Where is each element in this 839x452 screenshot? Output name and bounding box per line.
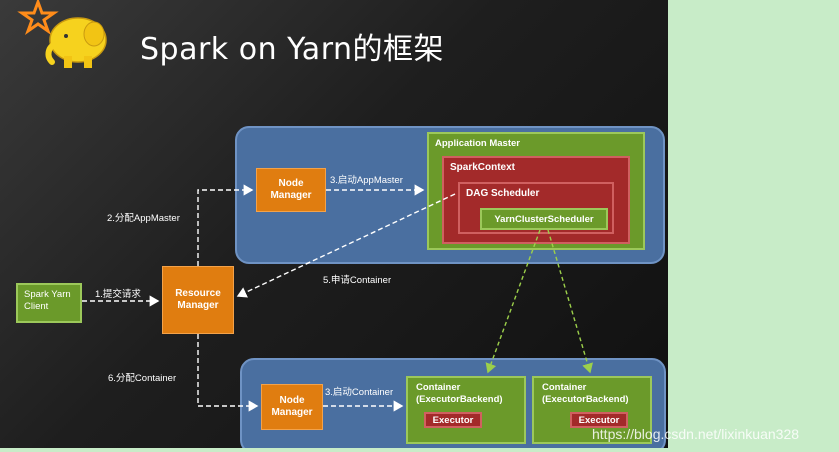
watermark: https://blog.csdn.net/lixinkuan328 [592, 426, 800, 442]
page-title: Spark on Yarn的框架 [140, 32, 445, 67]
arrow-scheduler-container-1 [485, 229, 541, 374]
label-alloc-appmaster: 2.分配AppMaster [107, 213, 180, 224]
resource-manager: Resource Manager [162, 266, 234, 334]
label-request-container: 5.申请Container [323, 275, 392, 286]
label-submit: 1.提交请求 [95, 289, 141, 300]
executor-2: Executor [570, 412, 628, 428]
arrow-scheduler-container-2 [547, 229, 593, 374]
node-manager-top: Node Manager [256, 168, 326, 212]
executor-1-label: Executor [432, 414, 474, 426]
flow-arrows [82, 184, 593, 412]
node-manager-bottom: Node Manager [261, 384, 323, 430]
node-manager-top-label: Node Manager [270, 178, 312, 201]
dag-scheduler-label: DAG Scheduler [466, 188, 540, 199]
hadoop-elephant-logo [17, 0, 107, 68]
yarn-cluster-scheduler: YarnClusterScheduler [480, 208, 608, 230]
spark-yarn-client: Spark Yarn Client [16, 283, 82, 323]
resource-manager-label: Resource Manager [175, 288, 221, 311]
executor-2-label: Executor [578, 414, 620, 426]
container-1: Container (ExecutorBackend) [406, 376, 526, 444]
label-start-appmaster: 3.启动AppMaster [330, 175, 403, 186]
arrow-alloc-container [197, 334, 259, 412]
label-alloc-container: 6.分配Container [108, 373, 177, 384]
spark-context-label: SparkContext [450, 162, 516, 173]
container-1-label: Container (ExecutorBackend) [416, 382, 503, 405]
container-2-label: Container (ExecutorBackend) [542, 382, 629, 405]
slide: Spark on Yarn的框架 Node Manager Applicatio… [0, 0, 668, 448]
node-manager-bottom-label: Node Manager [271, 395, 313, 418]
client-label: Spark Yarn Client [24, 289, 71, 312]
arrow-alloc-appmaster [197, 184, 254, 266]
label-start-container: 3.启动Container [325, 387, 394, 398]
yarn-cluster-scheduler-label: YarnClusterScheduler [494, 213, 594, 225]
container-2: Container (ExecutorBackend) [532, 376, 652, 444]
application-master-label: Application Master [435, 138, 520, 149]
executor-1: Executor [424, 412, 482, 428]
